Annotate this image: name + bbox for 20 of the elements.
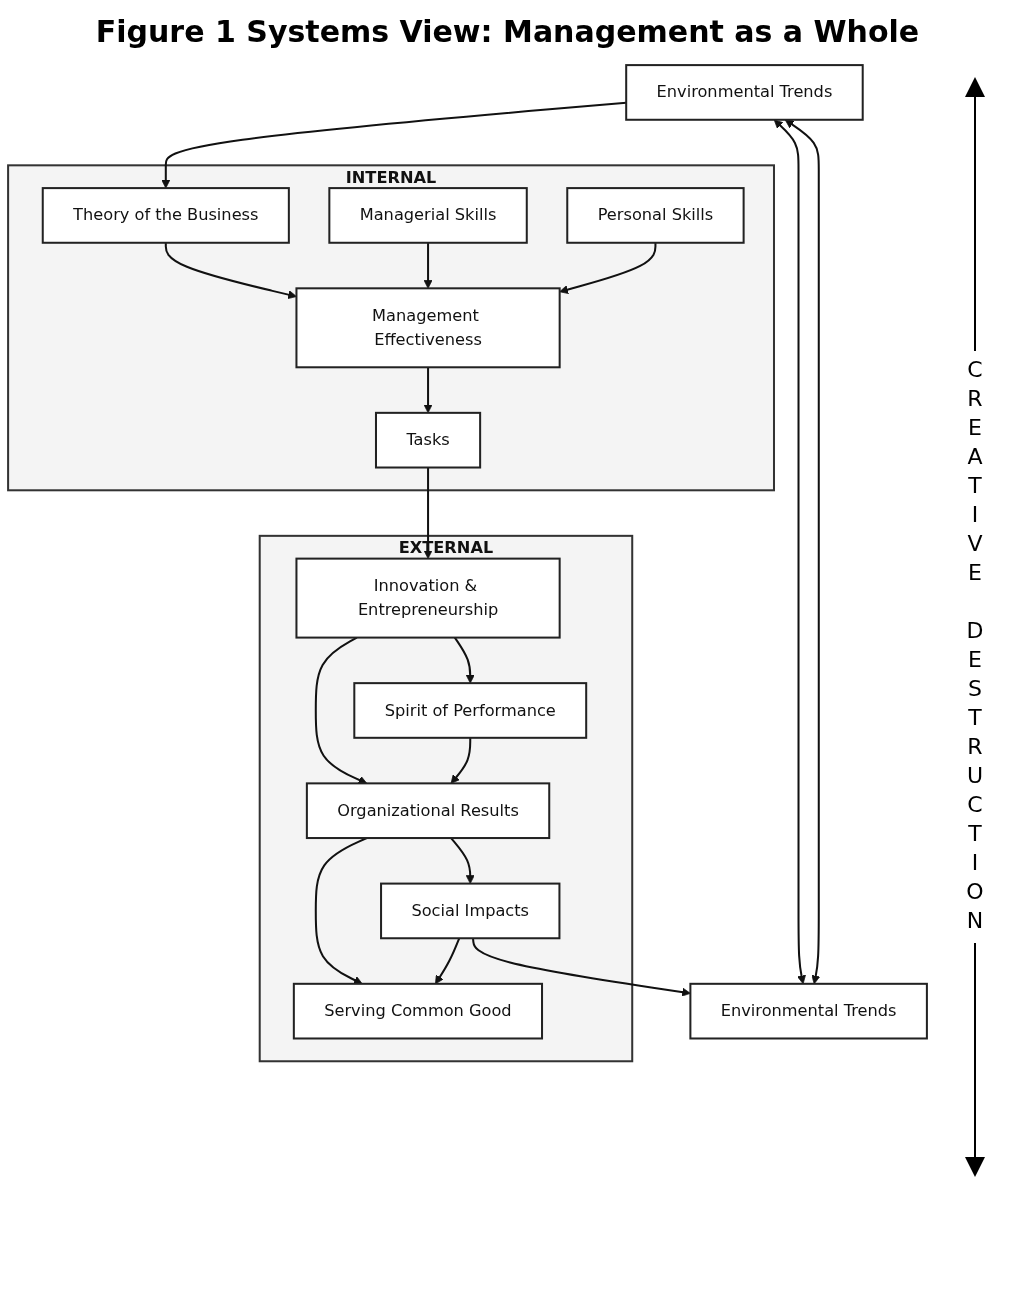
arrow [450,737,472,784]
diagram-title: Figure 1 Systems View: Management as a Whole [94,14,921,49]
node-box: Organizational Results [305,782,551,840]
node-box: Serving Common Good [292,982,544,1040]
arrow [559,242,657,294]
node-box: Environmental Trends [625,64,864,121]
node-box: Spirit of Performance [353,682,588,739]
node-box: Management Effectiveness [295,287,561,369]
arrow [161,101,627,189]
node-box: Tasks [374,411,482,469]
node-box: Personal Skills [566,187,745,244]
node-box: Environmental Trends [689,982,928,1040]
node-box: Social Impacts [380,882,561,940]
arrow [164,242,297,300]
arrow [472,938,691,997]
arrow [423,242,433,289]
arrow [453,637,475,684]
node-box: Innovation & Entrepreneurship [295,557,561,639]
node-box: Managerial Skills [328,187,528,244]
node-box: Theory of the Business [41,187,290,244]
